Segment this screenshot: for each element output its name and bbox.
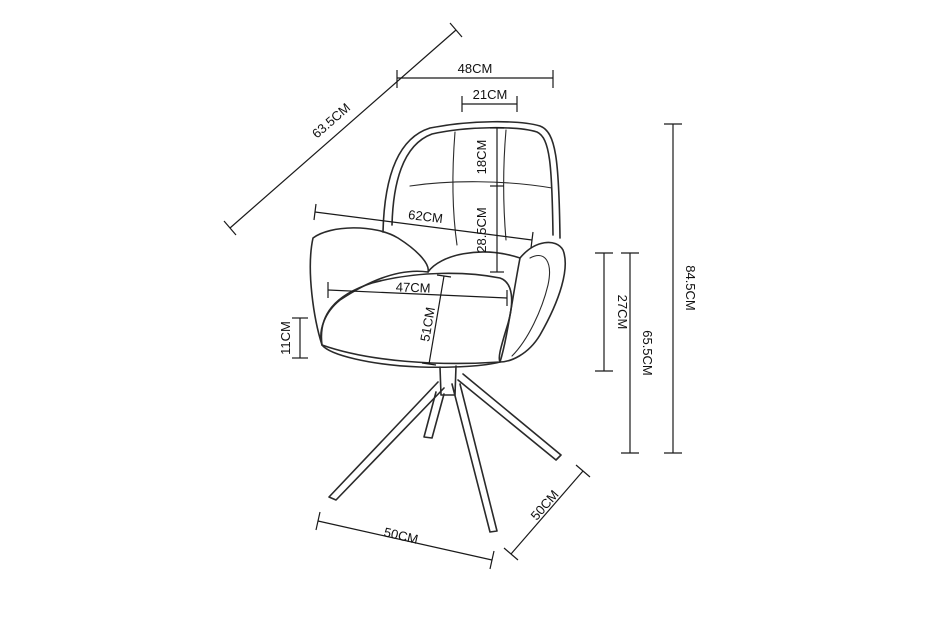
dim-tick	[530, 231, 534, 249]
seat-cushion	[320, 272, 513, 365]
label-seat-thickness: 11CM	[278, 321, 293, 355]
seat-shell	[321, 344, 501, 369]
label-backrest-height: 28.5CM	[474, 207, 489, 253]
swivel-stem	[439, 365, 457, 396]
dimension-labels: 48CM 21CM 63.5CM 18CM 62CM 28.5CM 47CM 5…	[278, 61, 698, 547]
dim-tick	[503, 547, 519, 561]
dim-tick	[489, 550, 495, 570]
label-backrest-width: 21CM	[473, 87, 508, 102]
dim-tick	[223, 220, 237, 236]
dim-tick	[313, 203, 317, 221]
label-depth-diagonal: 63.5CM	[309, 100, 353, 141]
backrest-seam	[409, 181, 553, 189]
leg-front-left	[328, 381, 445, 501]
dim-line-base-depth	[510, 470, 584, 555]
dim-tick	[315, 511, 321, 531]
leg-back-right	[457, 373, 562, 461]
leg-back-left	[423, 391, 445, 439]
dim-tick	[421, 362, 437, 366]
label-armrest-span: 62CM	[407, 207, 443, 226]
dim-line-depth-diagonal	[229, 29, 457, 229]
dim-tick	[436, 274, 452, 278]
backrest-seam	[503, 129, 507, 241]
label-seat-width: 47CM	[396, 279, 431, 295]
label-width-top: 48CM	[458, 61, 493, 76]
right-armrest	[499, 241, 567, 363]
backrest-seam	[452, 131, 458, 246]
dim-line-seat-width	[327, 289, 508, 299]
label-seat-to-arm: 27CM	[615, 295, 630, 330]
label-base-depth: 50CM	[528, 487, 562, 523]
back-lower-cushion	[427, 251, 521, 273]
right-armrest-seam	[511, 255, 550, 357]
dimension-lines	[223, 22, 682, 570]
chair-outline	[309, 120, 567, 533]
leg-front-right	[451, 383, 498, 533]
backrest-shell	[382, 120, 561, 239]
label-back-panel-height: 18CM	[474, 140, 489, 175]
label-total-height: 84.5CM	[683, 265, 698, 311]
label-base-width: 50CM	[382, 524, 419, 546]
label-arm-height: 65.5CM	[640, 330, 655, 376]
label-seat-depth: 51CM	[417, 306, 438, 343]
dim-tick	[575, 464, 591, 478]
dim-tick	[449, 22, 463, 38]
dim-line-seat-depth	[428, 275, 445, 365]
dim-line-armrest-span	[314, 211, 533, 241]
left-armrest	[309, 227, 429, 346]
dim-line-base-width	[317, 520, 493, 561]
